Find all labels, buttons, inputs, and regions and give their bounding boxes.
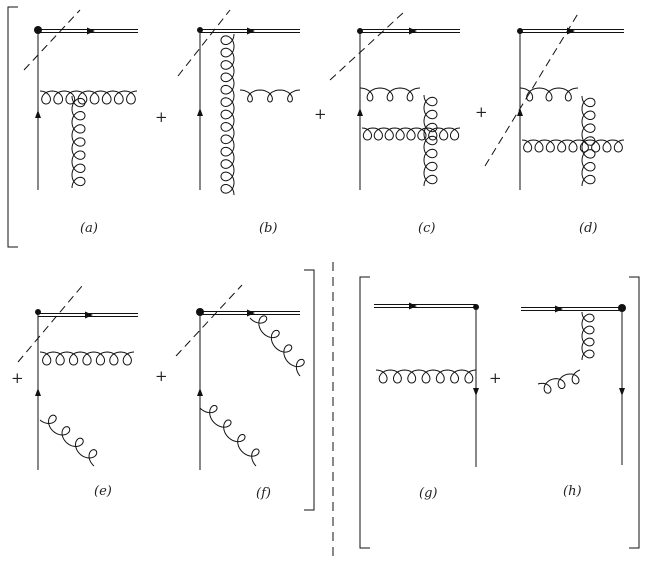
plus-sign-ab: + [155, 108, 168, 126]
plus-sign-e: + [11, 369, 24, 387]
diagram-a-gluon-horizontal [39, 90, 138, 105]
diagram-c-cut-line [329, 11, 405, 81]
plus-sign-cd: + [475, 103, 488, 121]
diagram-c-quark-line-arrow [357, 108, 363, 116]
diagram-f-wilson-line-arrow [247, 309, 255, 317]
left-bracket-gh [359, 276, 370, 549]
diagram-f-cut-line [175, 284, 243, 357]
diagram-d-wilson-line-arrow [567, 27, 575, 35]
diagram-c-wilson-line-arrow [409, 27, 417, 35]
diagram-g-wilson-line-arrow [409, 302, 417, 310]
right-bracket-gh [629, 276, 640, 549]
diagram-a-quark-line-arrow [35, 110, 41, 118]
diagram-b-gluon-branch [239, 89, 301, 103]
label-d: (d) [579, 221, 597, 236]
diagram-c-gluon-lower [361, 127, 461, 141]
diagram-f-gluon-upper [249, 315, 305, 377]
diagram-f-gluon-lower [199, 404, 260, 467]
label-g: (g) [419, 486, 437, 501]
diagram-h-wilson-line-arrow [555, 305, 563, 313]
diagram-g-quark-line-arrow [473, 388, 479, 396]
diagram-d-quark-line-arrow [517, 108, 523, 116]
label-f: (f) [256, 486, 271, 501]
diagram-a-cut-line [23, 9, 81, 71]
diagram-e-wilson-line-arrow [85, 311, 93, 319]
diagram-c-gluon-vertical [423, 94, 438, 187]
diagram-b-quark-line-arrow [197, 108, 203, 116]
plus-sign-bc: + [314, 105, 327, 123]
diagram-b-cut-line [177, 9, 231, 77]
diagram-a-gluon-vertical [71, 95, 86, 189]
diagram-h-quark-line-arrow [619, 388, 625, 396]
diagram-h-gluon-vertical [581, 311, 595, 361]
plus-sign-ef: + [155, 367, 168, 385]
diagram-d-cut-line [484, 11, 580, 167]
diagram-e-gluon-diagonal [39, 414, 98, 467]
label-c: (c) [418, 221, 435, 236]
diagram-e-quark-line-arrow [35, 388, 41, 396]
diagram-d-gluon-upper [519, 87, 579, 102]
label-e: (e) [94, 484, 112, 499]
diagram-f-quark-line-arrow [197, 388, 203, 396]
diagram-e-cut-line [17, 285, 83, 363]
right-bracket-ef [304, 269, 315, 511]
diagram-h-gluon-curve [537, 369, 581, 394]
left-bracket-top-row [7, 6, 18, 248]
plus-sign-gh: + [489, 369, 502, 387]
diagram-e-gluon-horizontal [39, 351, 135, 366]
diagram-b-gluon-vertical [220, 33, 235, 196]
diagram-b-wilson-line-arrow [247, 27, 255, 35]
diagram-d-gluon-lower [521, 139, 625, 153]
diagram-a-wilson-line-arrow [87, 27, 95, 35]
diagram-g-gluon-horizontal [375, 369, 477, 384]
diagram-c-gluon-upper [359, 87, 421, 102]
label-h: (h) [563, 484, 582, 499]
label-a: (a) [80, 221, 98, 236]
label-b: (b) [259, 221, 277, 236]
